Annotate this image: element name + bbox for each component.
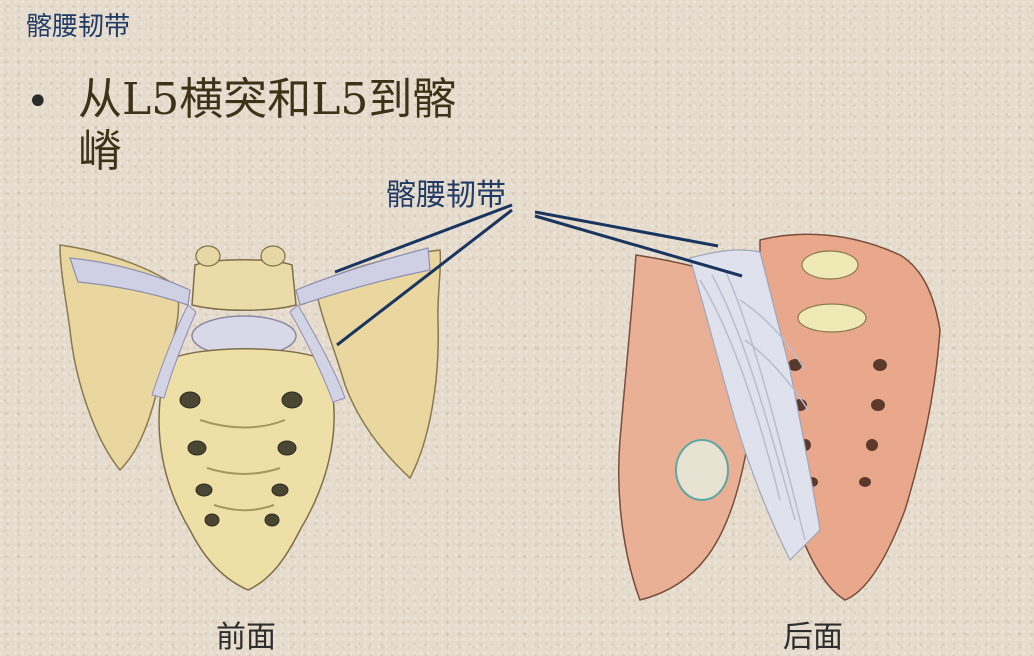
front-sacrum xyxy=(158,348,335,591)
back-notch xyxy=(675,439,729,501)
back-ligament-fibers xyxy=(699,269,809,541)
front-left-ilium xyxy=(59,244,180,472)
leader-line-back-upper xyxy=(534,210,719,248)
front-l5-vertebra xyxy=(191,259,297,311)
leader-lines xyxy=(334,203,743,347)
leader-line-back-lower xyxy=(534,214,743,278)
callout-label-iliolumbar-ligament: 髂腰韧带 xyxy=(386,178,506,213)
front-facet-right xyxy=(260,245,286,267)
back-facet-upper xyxy=(801,250,859,280)
front-facet-left xyxy=(195,245,221,267)
leader-line-front-lower xyxy=(336,208,513,347)
front-ligament-left xyxy=(69,257,191,306)
slide-title: 髂腰韧带 xyxy=(26,12,131,42)
front-ligament-right-lower xyxy=(289,304,346,403)
back-facet-lower xyxy=(797,303,867,333)
front-sacral-foramina xyxy=(179,391,303,527)
front-ligament-left-lower xyxy=(151,304,197,399)
caption-back-view: 后面 xyxy=(783,620,843,655)
caption-front-view: 前面 xyxy=(216,620,276,655)
front-ligament-right xyxy=(295,247,431,306)
leader-line-front-upper xyxy=(334,203,513,274)
front-view-illustration xyxy=(59,244,442,591)
back-sacral-foramina xyxy=(788,359,887,487)
back-view-illustration xyxy=(617,233,941,601)
back-ligament-band xyxy=(689,249,821,562)
bullet-text: 从L5横突和L5到髂嵴 xyxy=(78,74,457,177)
bullet-marker: • xyxy=(26,79,50,125)
front-sacral-ridges xyxy=(199,419,286,512)
